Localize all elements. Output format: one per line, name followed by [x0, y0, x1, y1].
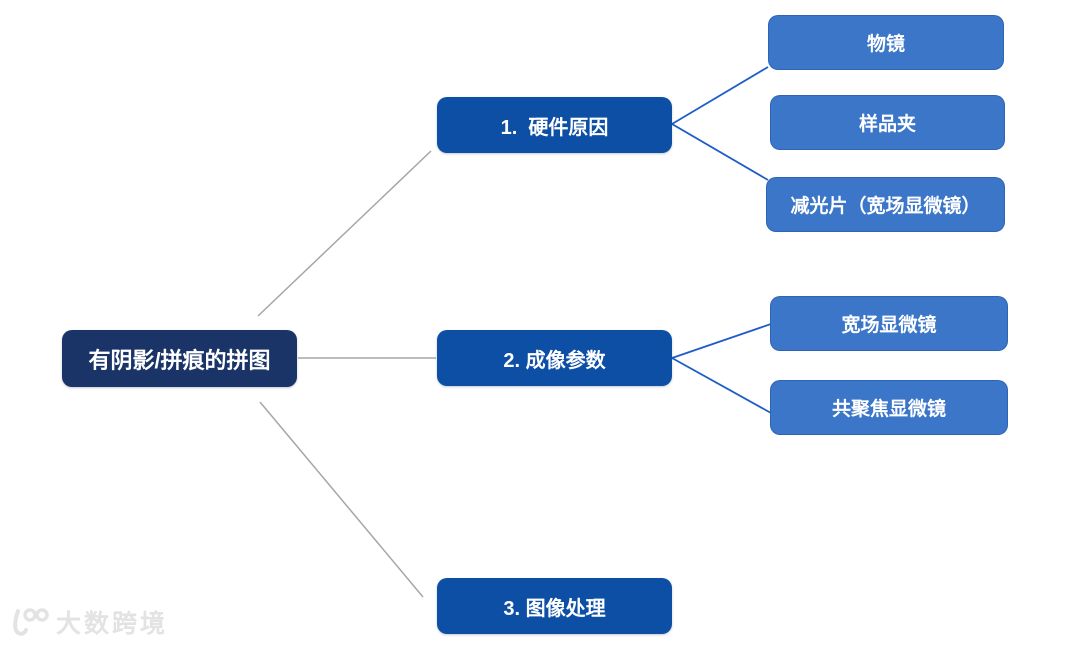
leaf-node-confocal-microscope: 共聚焦显微镜 [770, 380, 1008, 435]
root-node: 有阴影/拼痕的拼图 [62, 330, 297, 387]
connector-branch2-leaf2 [671, 357, 772, 414]
branch-node-image-processing: 3. 图像处理 [437, 578, 672, 634]
connector-branch1-leaf1 [671, 66, 769, 125]
connector-root-branch3 [259, 401, 424, 598]
watermark: 大数跨境 [8, 604, 168, 640]
leaf-node-nd-filter: 减光片（宽场显微镜） [766, 177, 1005, 232]
branch-node-hardware: 1. 硬件原因 [437, 97, 672, 153]
watermark-logo-icon [13, 608, 49, 636]
branch-node-imaging-params: 2. 成像参数 [437, 330, 672, 386]
leaf-node-sample-holder: 样品夹 [770, 95, 1005, 150]
connector-branch2-leaf1 [671, 323, 772, 359]
leaf-node-widefield-microscope: 宽场显微镜 [770, 296, 1008, 351]
connector-root-branch1 [257, 150, 432, 317]
connector-branch1-leaf3 [671, 123, 769, 181]
watermark-text: 大数跨境 [56, 610, 169, 638]
leaf-node-objective-lens: 物镜 [768, 15, 1004, 70]
